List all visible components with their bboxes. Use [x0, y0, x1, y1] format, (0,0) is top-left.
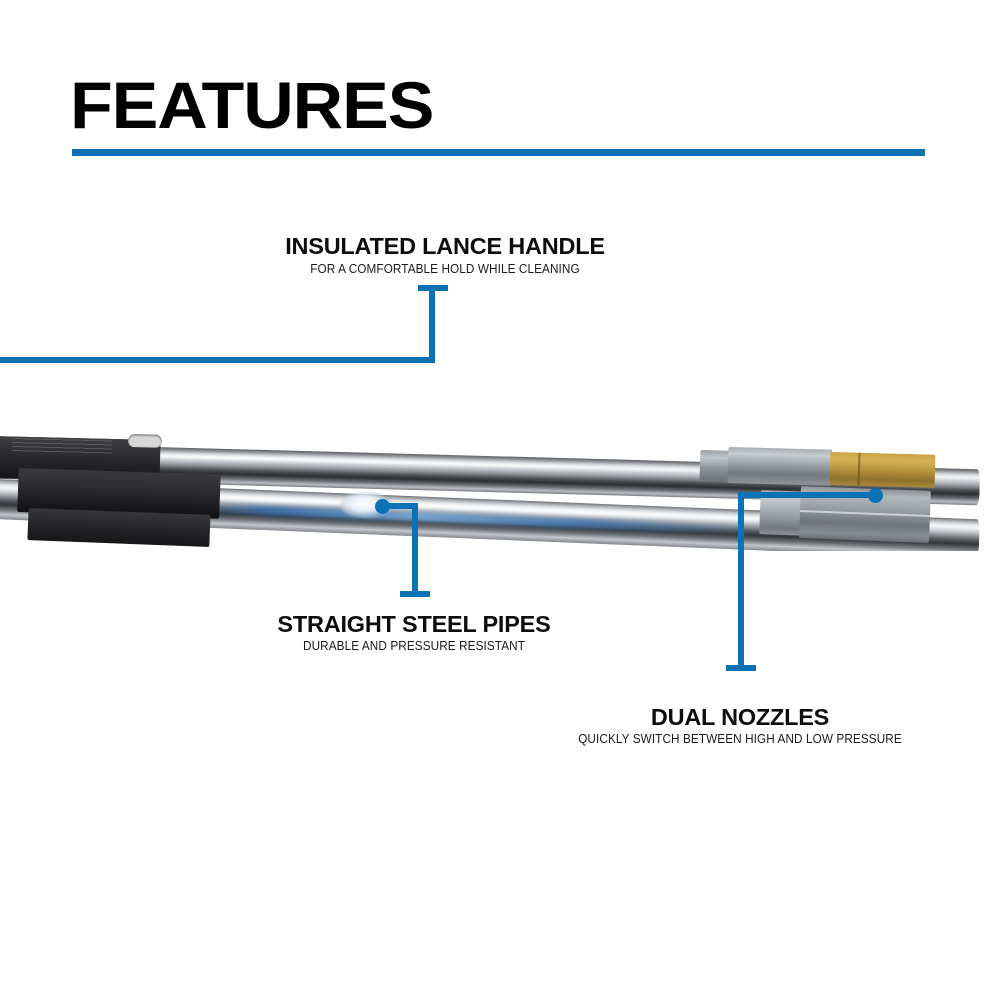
callout-1-leader-horizontal — [0, 357, 435, 363]
callout-3-leader-horizontal — [738, 492, 876, 498]
callout-1-title: INSULATED LANCE HANDLE — [285, 233, 605, 259]
photo-mask-bottom — [0, 551, 1000, 611]
callout-3-leader-vertical — [738, 492, 744, 670]
brass-nozzle-seam — [857, 452, 861, 486]
handle-mounting-hole — [127, 434, 163, 448]
callout-3-title: DUAL NOZZLES — [650, 704, 830, 730]
hex-fitting-upper — [727, 447, 833, 486]
page-title: FEATURES — [70, 68, 434, 142]
callout-3-leader-cap — [726, 665, 756, 671]
callout-2-leader-vertical — [412, 503, 418, 596]
callout-2-subtitle: DURABLE AND PRESSURE RESISTANT — [303, 639, 525, 653]
callout-3-subtitle: QUICKLY SWITCH BETWEEN HIGH AND LOW PRES… — [578, 732, 902, 746]
insulated-handle-bottom — [27, 508, 211, 547]
product-stage — [0, 380, 1000, 611]
callout-1-leader-vertical — [429, 285, 435, 363]
callout-2-leader-horizontal — [382, 503, 418, 509]
photo-mask-top — [0, 380, 1000, 420]
callout-1-subtitle: FOR A COMFORTABLE HOLD WHILE CLEANING — [310, 262, 580, 276]
product-image — [0, 380, 1000, 611]
callout-2-title: STRAIGHT STEEL PIPES — [277, 611, 551, 637]
handle-ridge-texture — [11, 438, 113, 455]
title-underline-rule — [72, 149, 925, 156]
hex-fitting-lower-seam — [800, 509, 930, 517]
brass-nozzle-tip — [829, 452, 936, 488]
callout-2-leader-cap — [400, 591, 430, 597]
